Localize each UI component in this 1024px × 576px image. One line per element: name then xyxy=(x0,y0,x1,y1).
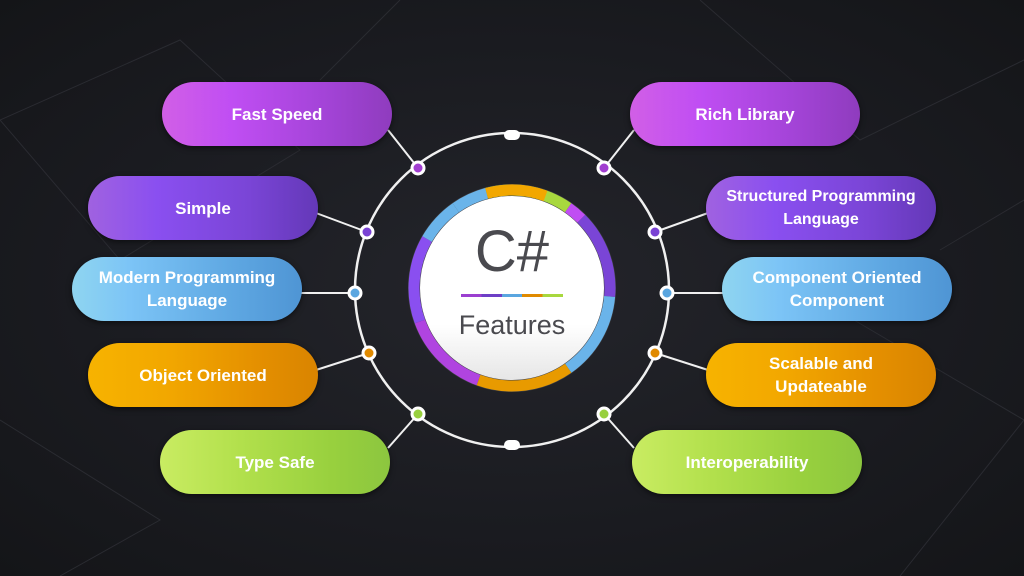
ring-segment xyxy=(408,236,432,324)
feature-interoperability: Interoperability xyxy=(632,430,862,494)
ring-segment xyxy=(452,188,489,213)
feature-modern-programming-language: Modern Programming Language xyxy=(72,257,302,321)
ring-segment xyxy=(577,214,616,298)
ring-segment xyxy=(564,203,586,223)
node-simple xyxy=(359,224,375,240)
center-divider xyxy=(461,294,563,297)
color-ring xyxy=(408,184,616,392)
ring-segment xyxy=(414,319,481,386)
node-fast-speed xyxy=(410,160,426,176)
ring-segment xyxy=(485,184,548,202)
connector-lines xyxy=(300,129,724,449)
feature-rich-library: Rich Library xyxy=(630,82,860,146)
node-scalable xyxy=(647,345,663,361)
feature-type-safe: Type Safe xyxy=(160,430,390,494)
ring-segment xyxy=(564,295,616,373)
feature-simple: Simple xyxy=(88,176,318,240)
node-rich-library xyxy=(596,160,612,176)
node-object-oriented xyxy=(361,345,377,361)
feature-structured-programming-language: Structured Programming Language xyxy=(706,176,936,240)
center-subtitle: Features xyxy=(458,310,566,340)
bottom-connector xyxy=(504,440,520,450)
feature-object-oriented: Object Oriented xyxy=(88,343,318,407)
node-structured xyxy=(647,224,663,240)
center-title: C# xyxy=(474,219,550,284)
node-interop xyxy=(596,406,612,422)
center-badge: C# Features xyxy=(420,196,604,380)
top-connector xyxy=(504,130,520,140)
ring-segment xyxy=(422,203,460,242)
node-component xyxy=(659,285,675,301)
ring-segment xyxy=(476,363,572,392)
feature-fast-speed: Fast Speed xyxy=(162,82,392,146)
nodes xyxy=(347,160,675,422)
feature-scalable-updateable: Scalable and Updateable xyxy=(706,343,936,407)
node-type-safe xyxy=(410,406,426,422)
feature-component-oriented: Component Oriented Component xyxy=(722,257,952,321)
node-modern xyxy=(347,285,363,301)
